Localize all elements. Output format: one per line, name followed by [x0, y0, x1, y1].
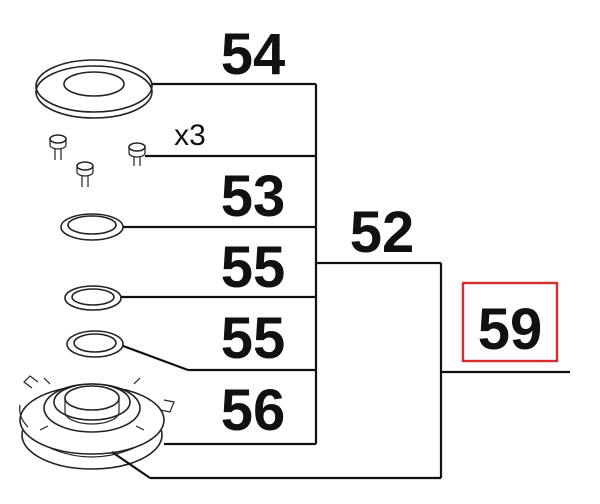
spool-56-part [19, 375, 175, 470]
washer-54-part [35, 59, 153, 119]
screw-part [76, 161, 94, 187]
part-55-upper-label: 55 [221, 235, 286, 300]
part-53-label: 53 [221, 164, 286, 229]
assembly-59-label: 59 [478, 297, 543, 362]
ring-53-part [60, 213, 124, 241]
part-55-lower-label: 55 [221, 306, 286, 371]
assembly-52-label: 52 [350, 200, 415, 265]
leader-lines [111, 82, 570, 480]
oring-55-upper-part [64, 285, 122, 311]
quantity-x3-label: x3 [174, 119, 206, 152]
oring-55-lower-part [66, 330, 124, 358]
assembly-59-highlight-box [461, 281, 559, 363]
part-56-label: 56 [221, 378, 286, 443]
screw-part [128, 142, 146, 166]
screw-part [49, 134, 67, 160]
part-54-label: 54 [221, 22, 286, 87]
